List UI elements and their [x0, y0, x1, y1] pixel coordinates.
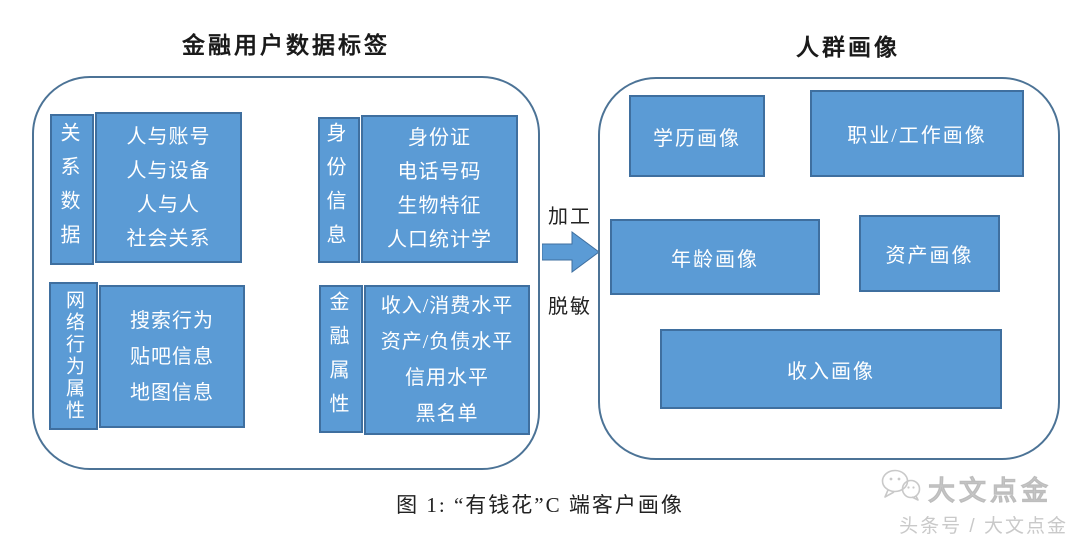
- portrait-box-income: 收入画像: [660, 329, 1002, 409]
- watermark-row: 大文点金: [880, 468, 1052, 509]
- tag-item: 资产/负债水平: [380, 331, 514, 353]
- left-panel-title: 金融用户数据标签: [182, 33, 390, 58]
- transform-bottom-label: 脱敏: [548, 296, 592, 318]
- portrait-box-age: 年龄画像: [610, 219, 820, 295]
- tag-item: 搜索行为: [130, 309, 214, 332]
- portrait-box-education: 学历画像: [629, 95, 765, 177]
- tag-item: 人口统计学: [387, 229, 492, 251]
- figure-caption: 图 1: “有钱花”C 端客户画像: [396, 493, 684, 517]
- right-arrow-icon: [541, 231, 600, 273]
- tag-item: 地图信息: [130, 381, 214, 404]
- group-content-financial-attributes: 收入/消费水平 资产/负债水平 信用水平 黑名单: [364, 285, 530, 435]
- watermark-subtitle-text: 头条号 / 大文点金: [899, 516, 1068, 537]
- group-label-identity-info: 身份信息: [318, 117, 360, 263]
- group-label-network-behavior: 网络行为属性: [49, 282, 98, 430]
- tag-item: 信用水平: [405, 367, 489, 389]
- left-panel-container: 关系数据 人与账号 人与设备 人与人 社会关系 身份信息 身份证 电话号码 生物…: [32, 76, 540, 470]
- watermark: 大文点金 头条号 / 大文点金: [880, 468, 1068, 538]
- tag-item: 人与人: [137, 193, 200, 216]
- group-label-relationship-data: 关系数据: [50, 114, 94, 265]
- tag-item: 人与账号: [126, 125, 211, 148]
- tag-item: 身份证: [408, 127, 471, 149]
- right-panel-title: 人群画像: [796, 35, 900, 60]
- transform-top-label: 加工: [548, 206, 592, 228]
- group-content-identity-info: 身份证 电话号码 生物特征 人口统计学: [361, 115, 518, 263]
- group-content-network-behavior: 搜索行为 贴吧信息 地图信息: [99, 285, 245, 428]
- portrait-box-assets: 资产画像: [859, 215, 1000, 292]
- watermark-brand-text: 大文点金: [928, 476, 1052, 507]
- tag-item: 贴吧信息: [130, 345, 214, 368]
- group-content-relationship-data: 人与账号 人与设备 人与人 社会关系: [95, 112, 242, 263]
- tag-item: 黑名单: [415, 403, 479, 425]
- right-panel-container: 学历画像 职业/工作画像 年龄画像 资产画像 收入画像: [598, 77, 1060, 460]
- tag-item: 收入/消费水平: [380, 295, 514, 317]
- group-label-financial-attributes: 金融属性: [319, 285, 363, 433]
- portrait-box-occupation: 职业/工作画像: [810, 90, 1024, 177]
- tag-item: 生物特征: [397, 195, 482, 217]
- tag-item: 社会关系: [126, 227, 211, 250]
- tag-item: 人与设备: [126, 159, 211, 182]
- watermark-logo-icon: [880, 468, 922, 509]
- tag-item: 电话号码: [397, 161, 482, 183]
